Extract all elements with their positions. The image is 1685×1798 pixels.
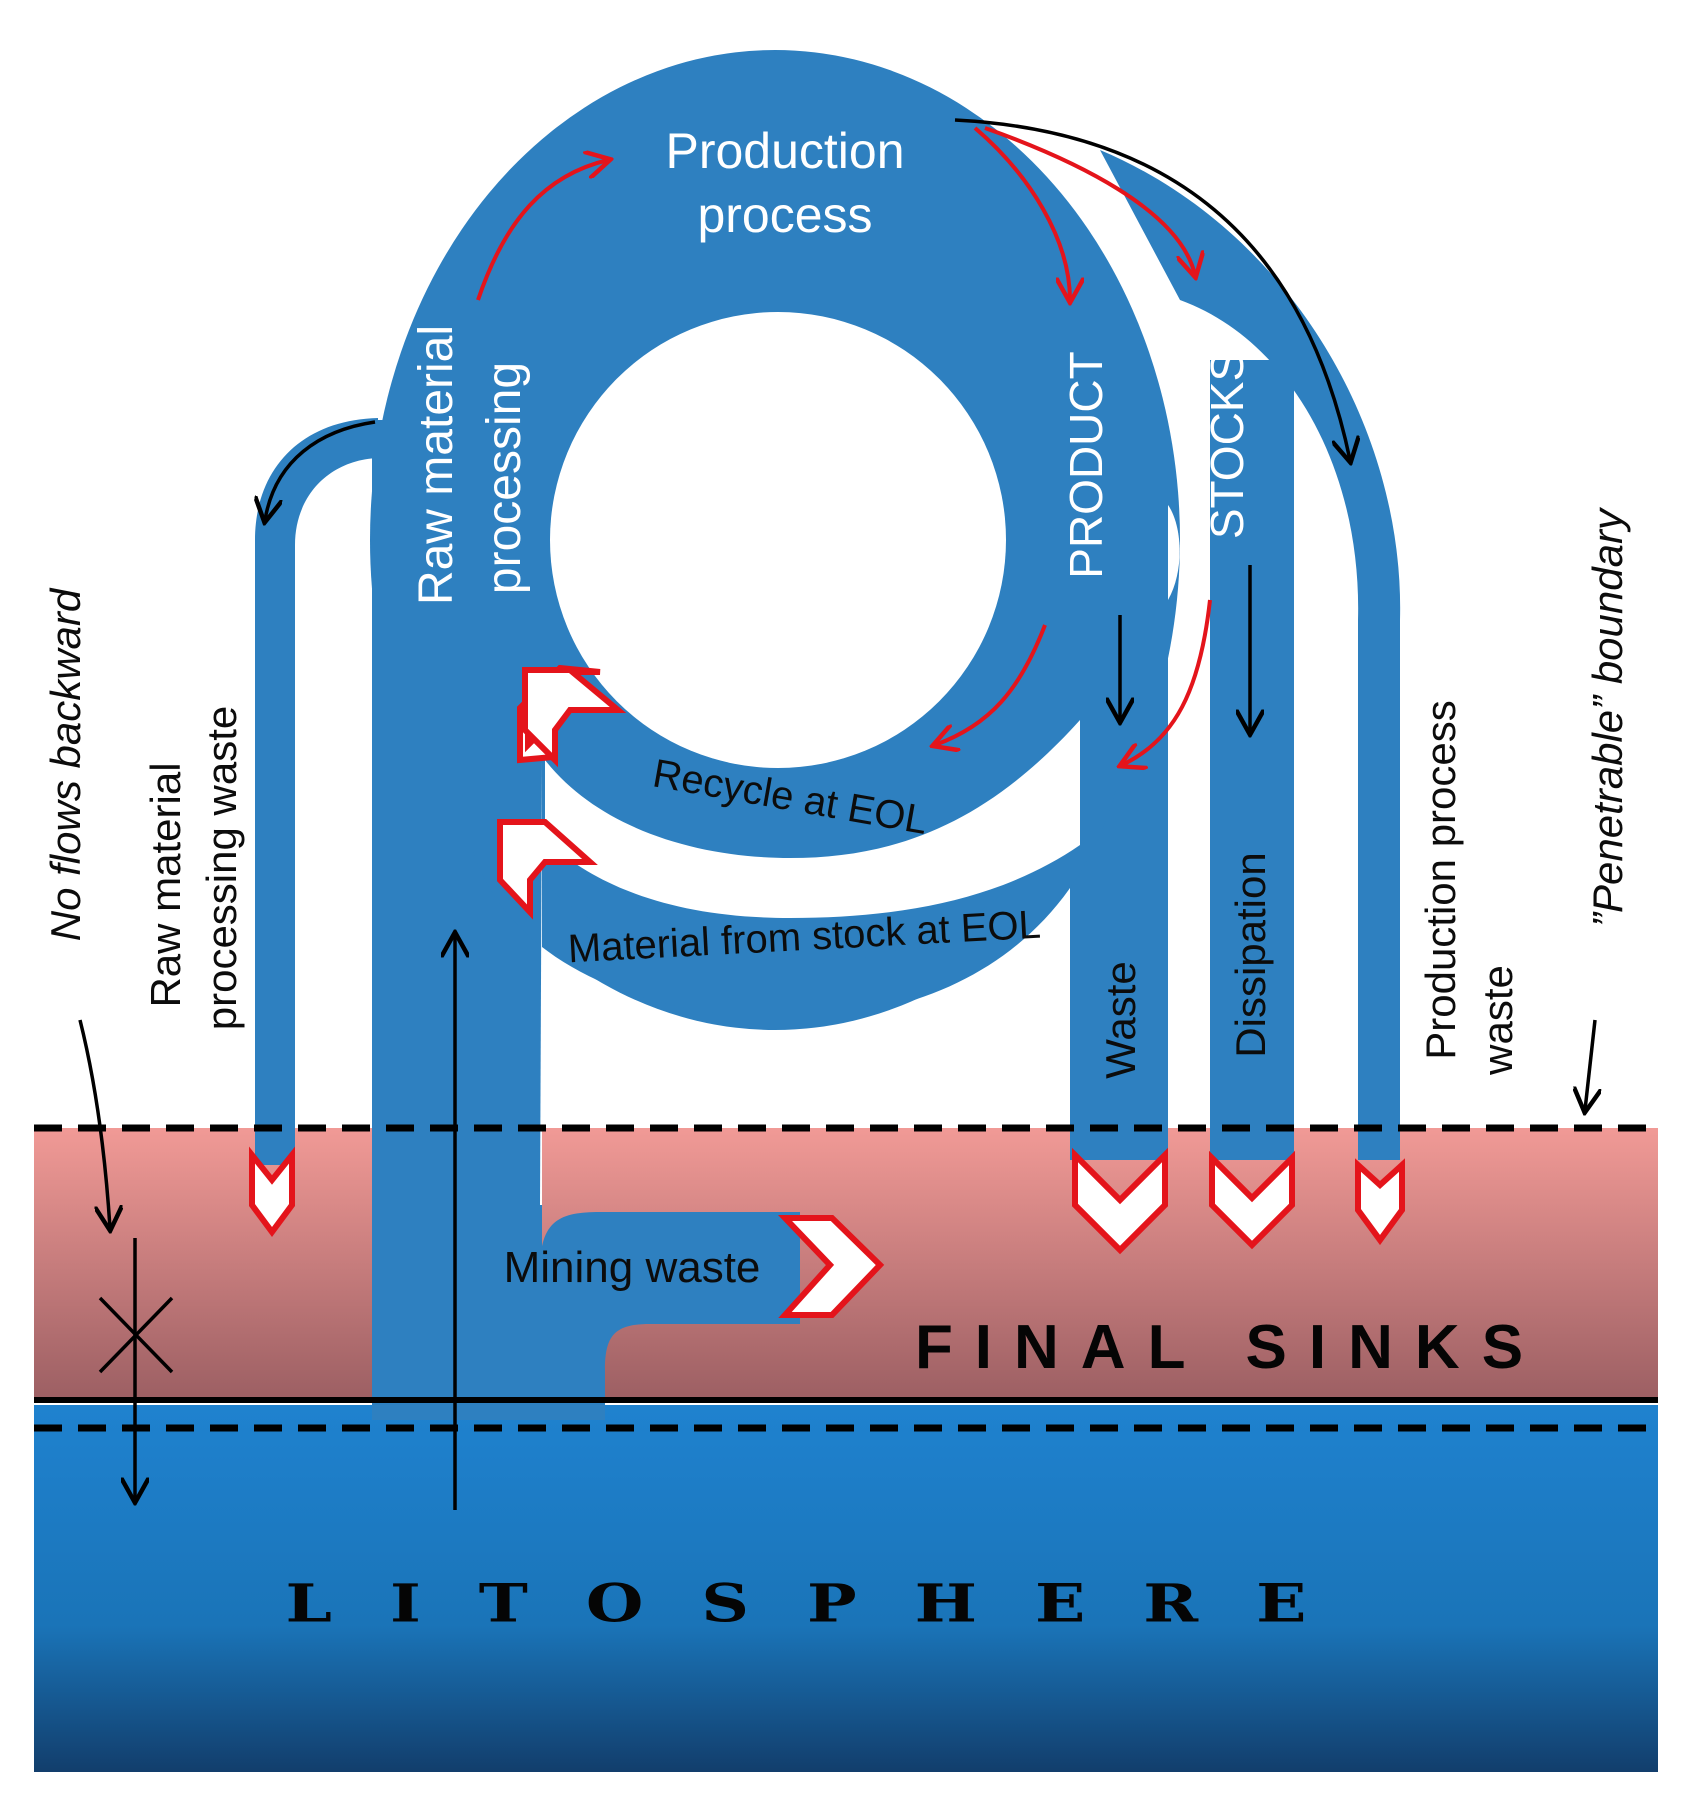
litosphere-region [34,1405,1658,1772]
arrow-no-flows-backward [78,1019,110,1228]
mining-waste-label: Mining waste [504,1243,761,1292]
production-waste-label-2: waste [1474,965,1521,1076]
production-waste-label-1: Production process [1417,700,1464,1060]
penetrable-boundary-label: ”Penetrable” boundary [1584,506,1631,927]
waste-label: Waste [1097,961,1144,1078]
pillar-gap [540,760,542,1205]
raw-waste-branch [255,418,378,1165]
final-sinks-label: FINAL SINKS [915,1313,1545,1382]
litosphere-label: LITOSPHERE [286,1573,1365,1635]
stocks-label: STOCKS [1201,351,1253,539]
arrow-stocks-to-waste [1122,599,1212,765]
raw-material-label-1: Raw material [410,325,463,605]
raw-material-label-2: processing [478,362,531,594]
raw-waste-label-1: Raw material [142,762,189,1007]
arrow-raw-waste [265,420,376,520]
production-process-label-2: process [697,187,872,243]
no-flows-backward-label: No flows backward [42,587,89,941]
production-process-label-1: Production [665,123,904,179]
product-stock-gap [1168,505,1180,600]
chevron-waste [1072,1147,1168,1255]
production-waste-arc [1100,150,1401,1160]
chevron-raw-waste [249,1146,295,1238]
arrow-penetrable-boundary [1585,1019,1595,1110]
ring-gap-inner [545,720,1080,918]
red-arrows [476,126,1212,765]
chevron-mining-waste [777,1215,885,1318]
stocks-channel [1210,360,1294,1160]
material-from-stock-loop [470,700,1130,1019]
arrow-raw-to-production [476,160,608,301]
chevron-stock-eol [497,819,598,920]
dissipation-label: Dissipation [1227,852,1274,1057]
arrow-production-to-product [973,126,1070,300]
mining-waste-arm [540,1200,800,1420]
black-arrows [78,118,1595,1510]
product-label: PRODUCT [1060,351,1112,578]
ring-hole [550,312,1006,768]
chevron-recycle-eol [522,667,627,768]
arrow-product-to-recycle [935,624,1047,745]
raw-waste-label-2: processing waste [198,706,245,1031]
chevron-production-waste [1355,1158,1405,1246]
cross-line-2 [98,1296,174,1374]
chevron-dissipation [1209,1150,1295,1250]
arrow-production-to-stocks [984,126,1195,275]
arrow-production-waste [954,118,1350,460]
